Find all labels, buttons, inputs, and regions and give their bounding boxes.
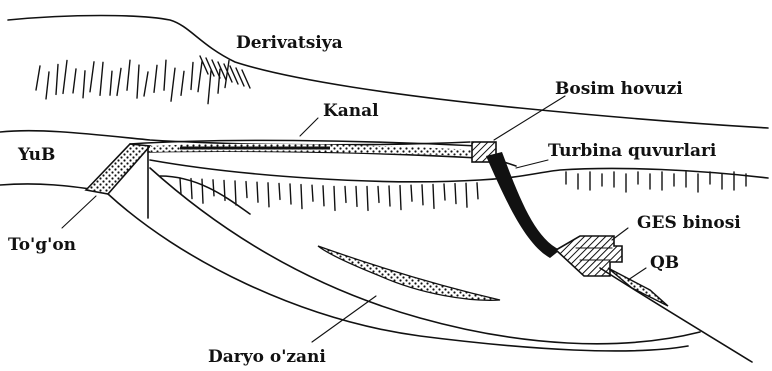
hachure-stroke bbox=[90, 62, 94, 92]
hachure-stroke bbox=[477, 183, 478, 199]
hachure-stroke bbox=[455, 184, 456, 204]
penstock-pipes bbox=[486, 152, 560, 258]
hachure-stroke bbox=[171, 68, 175, 101]
hachure-stroke bbox=[36, 66, 40, 90]
hachure-stroke bbox=[154, 65, 157, 92]
canal-slope-line bbox=[150, 160, 768, 182]
hachure-stroke bbox=[301, 185, 302, 209]
hachure-stroke bbox=[356, 186, 357, 206]
hachure-stroke bbox=[334, 186, 335, 210]
hachure-stroke bbox=[213, 180, 214, 196]
hachure-stroke bbox=[345, 186, 346, 202]
hachure-stroke bbox=[181, 71, 184, 95]
hachure-stroke bbox=[389, 186, 390, 206]
hachure-stroke bbox=[312, 185, 313, 201]
mountain-ridge-line bbox=[8, 16, 768, 129]
hachure-stroke bbox=[433, 184, 434, 208]
hachure-stroke bbox=[367, 186, 368, 210]
label-kanal: Kanal bbox=[323, 101, 379, 121]
hachure-stroke bbox=[268, 183, 269, 207]
hachure-stroke bbox=[400, 186, 401, 210]
hachure-stroke bbox=[444, 184, 445, 200]
hachure-stroke bbox=[378, 186, 379, 202]
label-qb: QB bbox=[650, 253, 679, 273]
hachure-stroke bbox=[164, 60, 166, 90]
hachure-stroke bbox=[235, 181, 236, 205]
hachure-stroke bbox=[117, 68, 121, 95]
hachure-stroke bbox=[323, 186, 324, 206]
label-togon: To'g'on bbox=[8, 235, 76, 255]
hachure-stroke bbox=[137, 65, 139, 98]
canal bbox=[130, 140, 478, 158]
hachure-stroke bbox=[46, 72, 49, 99]
label-bosim-hovuzi: Bosim hovuzi bbox=[555, 79, 683, 99]
hachure-stroke bbox=[83, 71, 85, 98]
hachure-stroke bbox=[257, 182, 258, 202]
label-turbina-quvurlari: Turbina quvurlari bbox=[548, 141, 717, 161]
leader-lines bbox=[62, 96, 646, 342]
hachure-stroke bbox=[246, 182, 247, 198]
label-daryo-ozani: Daryo o'zani bbox=[208, 347, 326, 367]
hachure-stroke bbox=[180, 178, 181, 194]
label-ges-binosi: GES binosi bbox=[637, 213, 741, 233]
hachure-stroke bbox=[73, 69, 76, 93]
hachure-stroke bbox=[290, 184, 291, 204]
hachure-stroke bbox=[198, 62, 202, 92]
hachure-stroke bbox=[411, 185, 412, 201]
label-yub: YuB bbox=[17, 145, 55, 165]
dam-body bbox=[86, 144, 150, 194]
ground-line-left bbox=[0, 184, 98, 190]
hachure-stroke bbox=[202, 179, 203, 203]
hachure-stroke bbox=[422, 185, 423, 205]
hachure-stroke bbox=[191, 62, 193, 89]
hachure-stroke bbox=[63, 60, 67, 93]
hachure-stroke bbox=[466, 183, 467, 207]
hachure-stroke bbox=[127, 60, 130, 90]
hachure-stroke bbox=[100, 62, 103, 95]
hachure-stroke bbox=[279, 183, 280, 199]
hachure-stroke bbox=[144, 72, 148, 96]
hachure-stroke bbox=[208, 71, 211, 104]
hachure-stroke bbox=[56, 64, 58, 94]
label-derivatsiya: Derivatsiya bbox=[236, 33, 343, 53]
hachure-stroke bbox=[110, 71, 112, 95]
